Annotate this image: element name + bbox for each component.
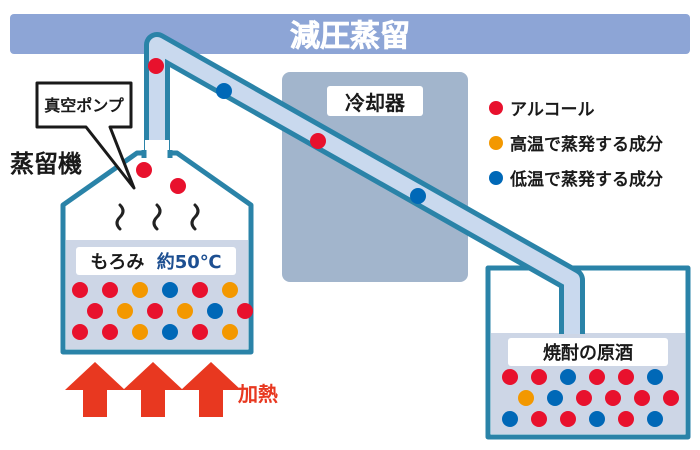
mash-molecule-dot	[102, 282, 118, 298]
shochu-molecule-dot	[576, 390, 592, 406]
mash-molecule-dot	[207, 303, 223, 319]
shochu-label-bg	[508, 338, 668, 366]
mash-molecule-dot	[192, 324, 208, 340]
vessel-neck	[145, 140, 169, 160]
speech-callout-icon	[35, 81, 136, 190]
heat-arrow-icon	[181, 362, 241, 417]
legend-alcohol-label: アルコール	[510, 100, 595, 120]
mash-molecule-dot	[132, 324, 148, 340]
vapor-molecule-dot	[410, 188, 426, 204]
legend: アルコール 高温で蒸発する成分 低温で蒸発する成分	[489, 100, 663, 190]
shochu-molecule-dot	[663, 390, 679, 406]
mash-molecule-dot	[72, 282, 88, 298]
mash-molecule-dot	[237, 303, 253, 319]
shochu-molecule-dot	[647, 369, 663, 385]
mash-molecule-dot	[117, 303, 133, 319]
shochu-molecule-dot	[605, 390, 621, 406]
legend-low-temp-label: 低温で蒸発する成分	[509, 169, 663, 190]
heating-label: 加熱	[237, 382, 278, 406]
steam-icon	[152, 203, 162, 231]
shochu-molecule-dot	[589, 411, 605, 427]
cooler-label-bg	[327, 86, 423, 116]
cooler-label: 冷却器	[345, 91, 406, 115]
shochu-molecule-dot	[547, 390, 563, 406]
shochu-molecule-dot	[560, 411, 576, 427]
mash-molecule-dot	[222, 282, 238, 298]
shochu-molecule-dot	[531, 411, 547, 427]
shochu-molecule-dot	[502, 369, 518, 385]
vapor-molecule-dot	[170, 178, 186, 194]
mash-molecule-dot	[87, 303, 103, 319]
vapor-molecule-dot	[136, 162, 152, 178]
legend-high-temp-dot	[489, 136, 503, 150]
shochu-label: 焼酎の原酒	[543, 342, 633, 364]
distiller-label: 蒸留機	[10, 150, 82, 178]
steam-icon	[190, 203, 200, 231]
legend-alcohol-dot	[489, 101, 503, 115]
steam-icon	[115, 203, 125, 231]
mash-molecule-dot	[162, 324, 178, 340]
pipe-fill	[149, 37, 580, 334]
shochu-molecule-dot	[618, 369, 634, 385]
mash-molecule-dot	[102, 324, 118, 340]
shochu-molecule-dot	[589, 369, 605, 385]
legend-low-temp-dot	[489, 171, 503, 185]
vapor-molecule-dot	[216, 83, 232, 99]
vacuum-pump-label: 真空ポンプ	[44, 96, 125, 115]
mash-molecule-dot	[222, 324, 238, 340]
mash-molecule-dot	[177, 303, 193, 319]
heat-arrow-icon	[65, 362, 125, 417]
shochu-molecule-dot	[518, 390, 534, 406]
legend-high-temp-label: 高温で蒸発する成分	[510, 134, 663, 155]
page-title: 減圧蒸留	[290, 19, 410, 54]
mash-molecule-dot	[147, 303, 163, 319]
shochu-molecule-dot	[618, 411, 634, 427]
temperature-text: 約50℃	[157, 251, 222, 273]
mash-molecule-dot	[132, 282, 148, 298]
shochu-molecule-dot	[502, 411, 518, 427]
mash-text: もろみ	[90, 252, 144, 273]
shochu-molecule-dot	[560, 369, 576, 385]
mash-label: もろみ 約50℃	[90, 251, 221, 273]
vapor-molecule-dot	[310, 133, 326, 149]
heat-arrow-icon	[123, 362, 183, 417]
vapor-molecule-dot	[148, 58, 164, 74]
molecule-dots	[72, 58, 679, 427]
mash-label-bg	[76, 247, 236, 275]
mash-molecule-dot	[162, 282, 178, 298]
mash-molecule-dot	[192, 282, 208, 298]
shochu-molecule-dot	[647, 411, 663, 427]
shochu-molecule-dot	[634, 390, 650, 406]
mash-molecule-dot	[72, 324, 88, 340]
shochu-molecule-dot	[531, 369, 547, 385]
